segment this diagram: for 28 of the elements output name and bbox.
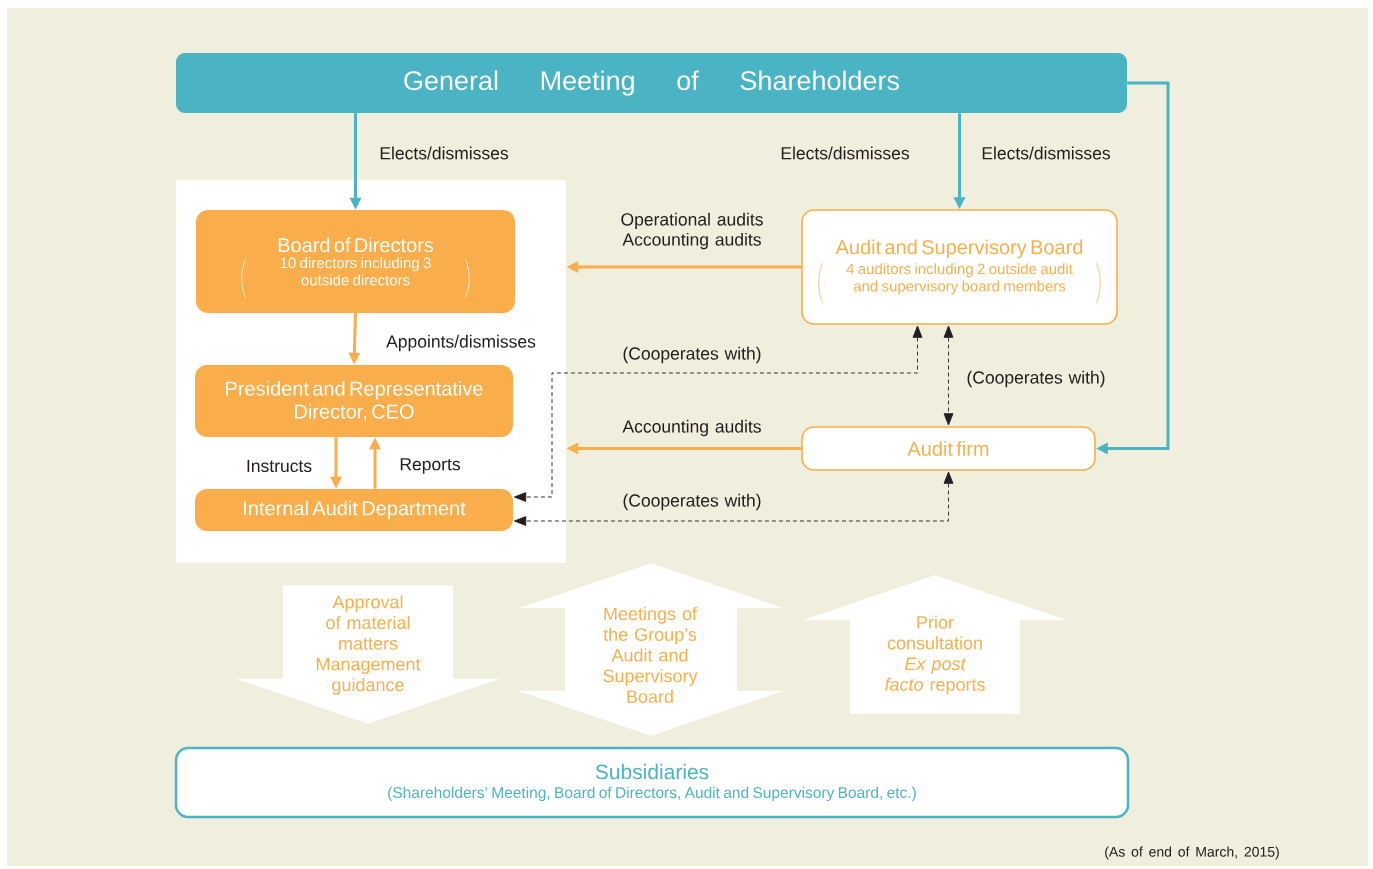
process-box: Board of Directors 10 directors including 3 outside directors — [196, 210, 515, 313]
edge-label: Operational audits Accounting audits — [621, 212, 763, 250]
process-box: Internal Audit Department — [195, 489, 513, 531]
edge-label: Appoints/dismisses — [386, 334, 536, 352]
edge-label: Prior consultation Ex post facto reports — [885, 615, 985, 695]
edge-label: Accounting audits — [622, 419, 761, 437]
note: (As of end of March, 2015) — [1105, 846, 1279, 860]
block-arrow — [236, 585, 500, 724]
arrow — [943, 325, 954, 426]
edge-label: Approval of material matters Management guidance — [316, 595, 421, 695]
process-box: Audit and Supervisory Board 4 auditors including 2 outside audit and supervisory board members — [801, 209, 1118, 325]
edge-label: Elects/dismisses — [982, 146, 1111, 160]
arrow — [514, 471, 954, 526]
header-box: General Meeting of Shareholders — [176, 53, 1127, 113]
process-box: President and Representative Director, CEO — [195, 365, 513, 437]
block-arrow — [803, 575, 1067, 714]
double-block-arrow — [518, 563, 784, 736]
edge-label: Instructs — [247, 459, 312, 473]
footer-box: Subsidiaries (Shareholders’ Meeting, Board of Directors, Audit and Supervisory Board, etc.) — [174, 746, 1130, 819]
process-box: Audit firm — [801, 426, 1096, 471]
edge-label: Meetings of the Group’s Audit and Supervisory Board — [603, 607, 698, 703]
arrow — [514, 325, 923, 502]
edge-label: Elects/dismisses — [781, 146, 910, 160]
edge-label: (Cooperates with) — [623, 493, 761, 511]
edge-label: (Cooperates with) — [623, 346, 761, 364]
edge-label: Reports — [400, 458, 460, 474]
edge-label: (Cooperates with) — [967, 370, 1105, 388]
edge-label: Elects/dismisses — [380, 146, 509, 160]
